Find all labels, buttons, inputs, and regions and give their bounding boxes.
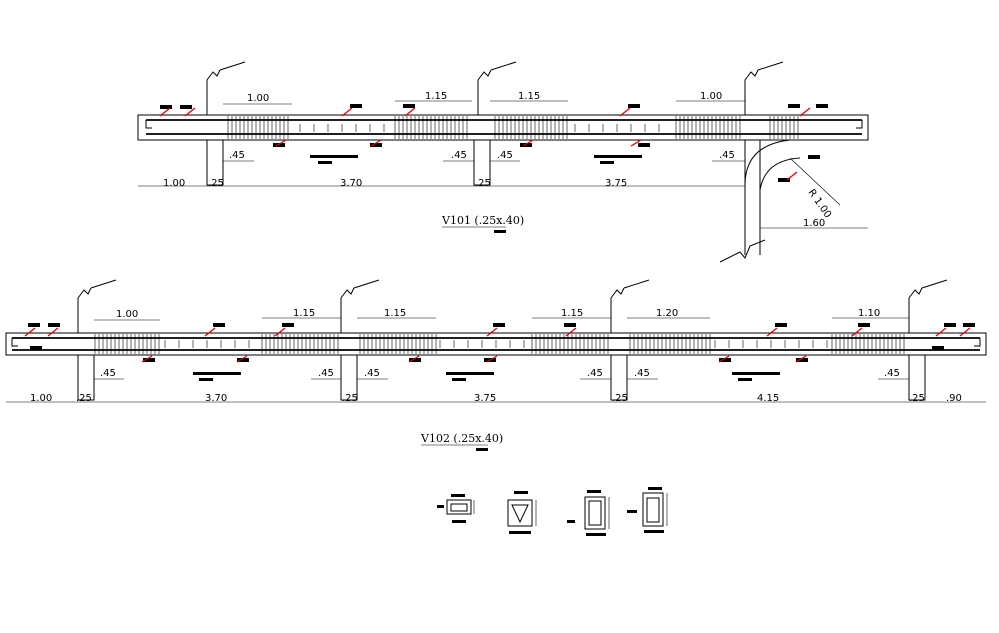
span-dim: 3.75 — [474, 393, 496, 404]
top-dim: 1.15 — [518, 91, 540, 102]
top-dim: 1.10 — [858, 308, 880, 319]
beam-v102: 1.00 1.15 1.15 1.15 1.20 1.10 .45 .45 .4… — [5, 279, 987, 451]
support-dim: .45 — [229, 150, 245, 161]
span-dim: 3.75 — [605, 178, 627, 189]
section-detail — [437, 494, 475, 523]
support-dim: .45 — [318, 368, 334, 379]
column-break-mark — [206, 61, 246, 115]
curved-beam-arc-inner — [759, 157, 801, 191]
span-dim: .25 — [208, 178, 224, 189]
beam-title-v102: V102 (.25x.40) — [420, 432, 503, 445]
span-dim: 3.70 — [340, 178, 362, 189]
span-dim: .90 — [946, 393, 962, 404]
cross-sections — [437, 487, 668, 536]
support-dim: .45 — [451, 150, 467, 161]
column-break-mark — [477, 61, 517, 115]
span-dim: 1.00 — [30, 393, 52, 404]
curved-beam-leg — [744, 140, 761, 255]
span-dim: 3.70 — [205, 393, 227, 404]
top-dim: 1.15 — [425, 91, 447, 102]
stirrups — [94, 334, 905, 354]
beam-outline — [137, 114, 869, 141]
top-dim: 1.00 — [116, 309, 138, 320]
support-dim: .45 — [634, 368, 650, 379]
top-dim: 1.00 — [700, 91, 722, 102]
span-dim: 4.15 — [757, 393, 779, 404]
span-dim: .25 — [76, 393, 92, 404]
beam-v101: R 1.00 1.60 1.00 1.15 1.15 1.00 .45 .45 … — [137, 61, 869, 263]
support-dim: .45 — [497, 150, 513, 161]
top-dim: 1.00 — [247, 93, 269, 104]
section-detail — [627, 487, 668, 533]
column-break-mark — [744, 61, 784, 115]
span-dim: .25 — [342, 393, 358, 404]
rebar-hook — [856, 120, 863, 129]
top-dim: 1.15 — [293, 308, 315, 319]
section-detail — [567, 490, 610, 536]
stirrups — [227, 116, 799, 139]
section-detail — [507, 491, 537, 534]
radius-line — [789, 157, 841, 206]
span-dim: 1.00 — [163, 178, 185, 189]
curved-beam-arc — [744, 139, 791, 186]
top-dim: 1.15 — [384, 308, 406, 319]
support-dim: .45 — [884, 368, 900, 379]
top-dim: 1.20 — [656, 308, 678, 319]
column-break-mark — [719, 239, 766, 263]
radius-label: R 1.00 — [806, 187, 834, 220]
span-dim: .25 — [612, 393, 628, 404]
beam-title-v101: V101 (.25x.40) — [441, 214, 524, 227]
span-dim: .25 — [475, 178, 491, 189]
support-dim: .45 — [719, 150, 735, 161]
support-dim: .45 — [100, 368, 116, 379]
support-dim: .45 — [587, 368, 603, 379]
curve-length-label: 1.60 — [803, 218, 825, 229]
rebar-hook — [145, 120, 152, 129]
top-dim: 1.15 — [561, 308, 583, 319]
support-dim: .45 — [364, 368, 380, 379]
span-dim: .25 — [909, 393, 925, 404]
beam-outline — [5, 332, 987, 356]
